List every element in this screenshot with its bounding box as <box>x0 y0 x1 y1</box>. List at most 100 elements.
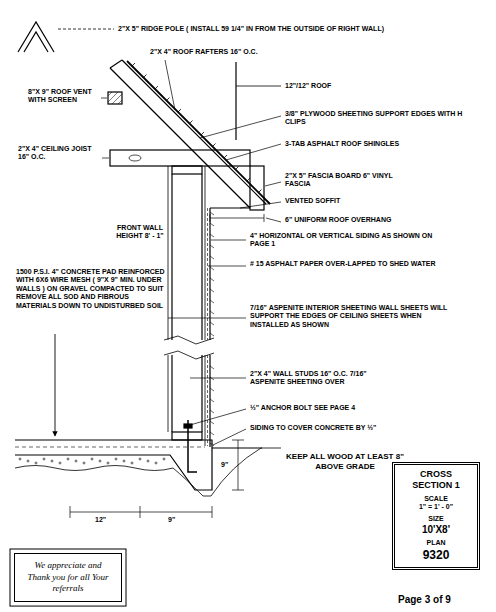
siding-lap <box>210 410 214 413</box>
node-text: 1" = 1' - 0" <box>398 503 474 512</box>
label-text: ½" ANCHOR BOLT SEE PAGE 4 <box>250 404 355 411</box>
roof-pitch-label: 12"/12" ROOF <box>285 82 475 90</box>
roof-vent <box>108 92 122 104</box>
node-text: SCALE <box>398 495 474 504</box>
gravel-stone <box>83 462 85 464</box>
dimension: 9" <box>221 461 235 469</box>
gravel-stone <box>59 462 61 464</box>
siding-lap <box>210 212 214 215</box>
siding-lap <box>210 421 214 424</box>
asphalt-paper-label: # 15 ASPHALT PAPER OVER-LAPPED TO SHED W… <box>250 260 450 268</box>
shingle-tick <box>144 75 147 78</box>
node-text: SIZE <box>398 515 474 524</box>
grade-line <box>212 447 262 448</box>
referral-box: We appreciate and Thank you for all Your… <box>14 553 122 602</box>
siding-lap <box>210 278 214 281</box>
gravel-stone <box>51 460 53 462</box>
concrete-pad-note: 1500 P.S.I. 4" CONCRETE PAD REINFORCED W… <box>16 268 166 310</box>
label-text: 2"X 4" ROOF RAFTERS 16" O.C. <box>150 48 258 55</box>
gravel-stone <box>19 458 21 460</box>
siding-lap <box>210 223 214 226</box>
sheeting-label: 3/8" PLYWOOD SHEETING SUPPORT EDGES WITH… <box>285 110 475 127</box>
label-text: 9" <box>168 516 175 523</box>
label-text: 9" <box>221 461 228 468</box>
title-block: CROSSSECTION 1 SCALE1" = 1' - 0" SIZE10'X8… <box>392 462 480 570</box>
gravel-stone <box>163 458 165 460</box>
fascia-label: 2"X 5" FASCIA BOARD 6" VINYL FASCIA <box>285 172 405 189</box>
shingle-tick <box>236 167 239 170</box>
label-text: 3-TAB ASPHALT ROOF SHINGLES <box>285 140 399 147</box>
node-text: 10'X8' <box>398 524 474 537</box>
label-text: FRONT WALL HEIGHT 8' - 1" <box>116 224 163 239</box>
label-text: 2"X 4" WALL STUDS 16" O.C. 7/16" ASPENIT… <box>250 370 367 385</box>
label-text: 12"/12" ROOF <box>285 82 331 89</box>
fascia-board <box>250 166 264 210</box>
gravel-stone <box>43 458 45 460</box>
shingle-tick <box>201 132 204 135</box>
ceiling-joist-label: 2"X 4" CEILING JOIST 16" O.C. <box>18 145 100 162</box>
siding-label: 4" HORIZONTAL OR VERTICAL SIDING AS SHOW… <box>250 232 450 249</box>
label-text: VENTED SOFFIT <box>285 197 340 204</box>
label-text: 2"X 5" RIDGE POLE ( INSTALL 59 1/4" IN F… <box>118 25 384 32</box>
node-text: SECTION 1 <box>398 480 474 491</box>
siding-lap <box>210 432 214 435</box>
label-text: 2"X 5" FASCIA BOARD 6" VINYL FASCIA <box>285 172 393 187</box>
siding-lap <box>210 322 214 325</box>
wood-knot <box>129 155 141 161</box>
referrals-frame <box>10 549 126 606</box>
node-text: 9320 <box>398 548 474 563</box>
label-text: 6" UNIFORM ROOF OVERHANG <box>285 216 391 223</box>
gravel-stone <box>139 458 141 460</box>
gravel-stone <box>67 458 69 460</box>
soffit-label: VENTED SOFFIT <box>285 197 475 205</box>
gravel-stone <box>155 462 157 464</box>
siding-lap <box>210 388 214 391</box>
label-text: 7/16" ASPENITE INTERIOR SHEETING WALL SH… <box>250 304 447 328</box>
label-text: # 15 ASPHALT PAPER OVER-LAPPED TO SHED W… <box>250 260 436 267</box>
siding-lap <box>210 333 214 336</box>
roof-rafter <box>110 60 270 208</box>
leader-lines <box>101 60 281 445</box>
siding-lap <box>210 267 214 270</box>
dimension: 12" <box>95 516 115 524</box>
soil-line <box>15 448 281 496</box>
node-text: We appreciate and Thank you for all Your… <box>23 560 113 595</box>
bottom-dimension <box>70 506 212 518</box>
vertical-dimension <box>238 440 239 490</box>
gravel-stone <box>131 462 133 464</box>
label-text: 1500 P.S.I. 4" CONCRETE PAD REINFORCED W… <box>16 268 165 309</box>
shingle-tick <box>190 121 193 124</box>
siding <box>210 212 214 446</box>
gravel-stone <box>75 460 77 462</box>
siding-lap <box>210 366 214 369</box>
node-text: CROSS <box>398 469 474 480</box>
gravel-stone <box>147 460 149 462</box>
shingle-tick <box>178 109 181 112</box>
siding-lap <box>210 245 214 248</box>
shingle-tick <box>167 98 170 101</box>
interior-sheeting-label: 7/16" ASPENITE INTERIOR SHEETING WALL SH… <box>250 304 450 329</box>
label-text: 2"X 4" CEILING JOIST 16" O.C. <box>18 145 92 160</box>
roof-shingles <box>132 63 262 193</box>
shingle-tick <box>132 63 135 66</box>
leader-arrow <box>55 334 56 436</box>
overhang-dimension <box>210 218 264 219</box>
siding-lap <box>210 289 214 292</box>
node-text: PLAN <box>398 539 474 548</box>
label-text: 4" HORIZONTAL OR VERTICAL SIDING AS SHOW… <box>250 232 432 247</box>
rafter-label: 2"X 4" ROOF RAFTERS 16" O.C. <box>150 48 300 56</box>
gravel <box>19 458 165 464</box>
shingle-tick <box>213 144 216 147</box>
siding-lap <box>210 300 214 303</box>
siding-lap <box>210 399 214 402</box>
wall <box>164 166 214 447</box>
concrete-pad <box>15 440 212 490</box>
label-text: SIDING TO COVER CONCRETE BY ½" <box>250 424 376 431</box>
gravel-stone <box>115 458 117 460</box>
siding-lap <box>210 256 214 259</box>
page-number: Page 3 of 9 <box>398 594 488 606</box>
label-text: 12" <box>95 516 106 523</box>
siding-lap <box>210 311 214 314</box>
anchor-bolt-label: ½" ANCHOR BOLT SEE PAGE 4 <box>250 404 450 412</box>
